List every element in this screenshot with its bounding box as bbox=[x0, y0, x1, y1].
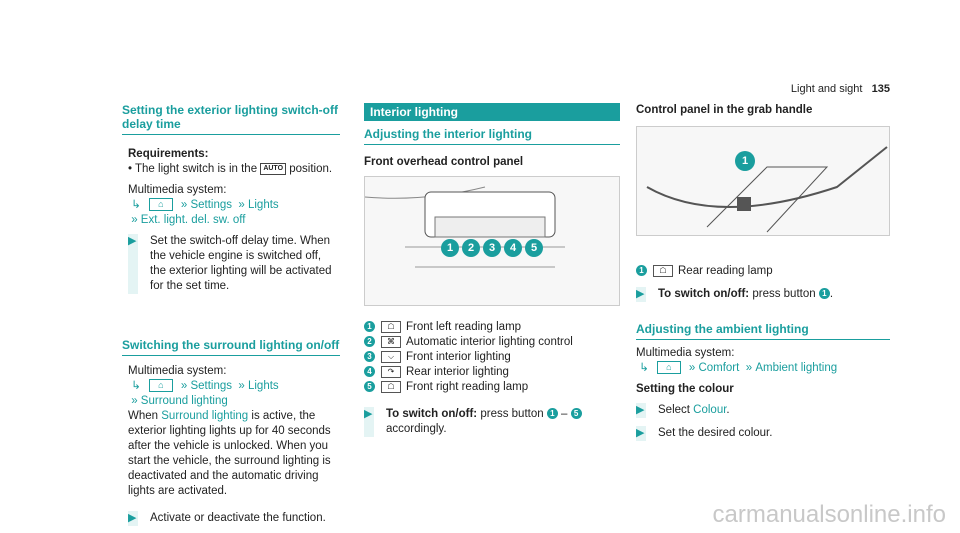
arrow-icon: ▶ bbox=[636, 288, 645, 300]
arrow-icon: ▶ bbox=[636, 427, 645, 439]
step: ▶Set the switch-off delay time. When the… bbox=[128, 234, 340, 294]
multimedia-label: Multimedia system: bbox=[128, 184, 227, 196]
front-interior-light-icon: ⌵ bbox=[381, 350, 401, 363]
reading-lamp-icon: ☖ bbox=[381, 320, 401, 333]
step: ▶Activate or deactivate the function. bbox=[128, 511, 340, 526]
menu-path: ↳⌂» Comfort » Ambient lighting bbox=[636, 361, 838, 375]
menu-path: ↳⌂» Settings » Lights » Ext. light. del.… bbox=[128, 198, 279, 226]
callout: 2 bbox=[462, 239, 480, 257]
list-item: 4↷Rear interior lighting bbox=[364, 365, 620, 380]
subheading: Setting the colour bbox=[636, 383, 734, 395]
watermark: carmanualsonline.info bbox=[712, 501, 946, 528]
column-2: Interior lighting Adjusting the interior… bbox=[364, 103, 620, 437]
home-icon: ⌂ bbox=[148, 379, 173, 393]
multimedia-label: Multimedia system: bbox=[128, 365, 227, 377]
callout: 4 bbox=[504, 239, 522, 257]
arrow-icon: ▶ bbox=[128, 235, 137, 247]
section-title: Light and sight bbox=[790, 83, 863, 95]
callouts: 1 2 3 4 5 bbox=[441, 239, 543, 257]
menu-path: ↳⌂» Settings » Lights » Surround lightin… bbox=[128, 379, 279, 407]
callout: 1 bbox=[735, 151, 755, 171]
heading-interior: Adjusting the interior lighting bbox=[364, 127, 620, 145]
step: ▶Set the desired colour. bbox=[636, 426, 890, 441]
running-header: Light and sight 135 bbox=[791, 82, 890, 97]
surround-description: When Surround lighting is active, the ex… bbox=[128, 410, 331, 497]
section-bar: Interior lighting bbox=[364, 103, 620, 121]
column-1: Setting the exterior lighting switch-off… bbox=[122, 103, 340, 526]
multimedia-label: Multimedia system: bbox=[636, 347, 735, 359]
arrow-icon: ▶ bbox=[636, 404, 645, 416]
grab-handle-image: 1 bbox=[636, 126, 890, 236]
callout: 5 bbox=[525, 239, 543, 257]
home-icon: ⌂ bbox=[148, 198, 173, 212]
heading-ambient: Adjusting the ambient lighting bbox=[636, 322, 890, 340]
callout: 1 bbox=[441, 239, 459, 257]
reading-lamp-icon: ☖ bbox=[653, 264, 673, 277]
list-item: 1☖Front left reading lamp bbox=[364, 320, 620, 335]
reading-lamp-icon: ☖ bbox=[381, 380, 401, 393]
subheading: Control panel in the grab handle bbox=[636, 104, 813, 116]
surround-link: Surround lighting bbox=[161, 410, 249, 422]
arrow-icon: ▶ bbox=[128, 512, 137, 524]
step: ▶To switch on/off: press button 1. bbox=[636, 287, 890, 302]
auto-lighting-icon: ⌘ bbox=[381, 335, 401, 348]
rear-interior-light-icon: ↷ bbox=[381, 365, 401, 378]
heading-surround: Switching the surround lighting on/off bbox=[122, 338, 340, 356]
column-3: Control panel in the grab handle 1 1☖Rea… bbox=[636, 103, 890, 441]
requirement: • The light switch is in the AUTO positi… bbox=[128, 162, 333, 175]
overhead-panel-image: 1 2 3 4 5 bbox=[364, 176, 620, 306]
list-item: 3⌵Front interior lighting bbox=[364, 350, 620, 365]
subheading: Front overhead control panel bbox=[364, 156, 524, 168]
callout: 3 bbox=[483, 239, 501, 257]
colour-link: Colour bbox=[693, 404, 727, 416]
list-item: 1☖Rear reading lamp bbox=[636, 264, 890, 279]
list-item: 5☖Front right reading lamp bbox=[364, 380, 620, 395]
heading-delay: Setting the exterior lighting switch-off… bbox=[122, 103, 340, 135]
list-item: 2⌘Automatic interior lighting control bbox=[364, 335, 620, 350]
page-number: 135 bbox=[871, 83, 890, 95]
requirements-label: Requirements: bbox=[128, 148, 209, 160]
auto-icon: AUTO bbox=[260, 162, 287, 175]
arrow-icon: ▶ bbox=[364, 408, 373, 420]
home-icon: ⌂ bbox=[656, 361, 681, 375]
legend-list: 1☖Front left reading lamp 2⌘Automatic in… bbox=[364, 320, 620, 395]
step: ▶Select Colour. bbox=[636, 403, 890, 418]
